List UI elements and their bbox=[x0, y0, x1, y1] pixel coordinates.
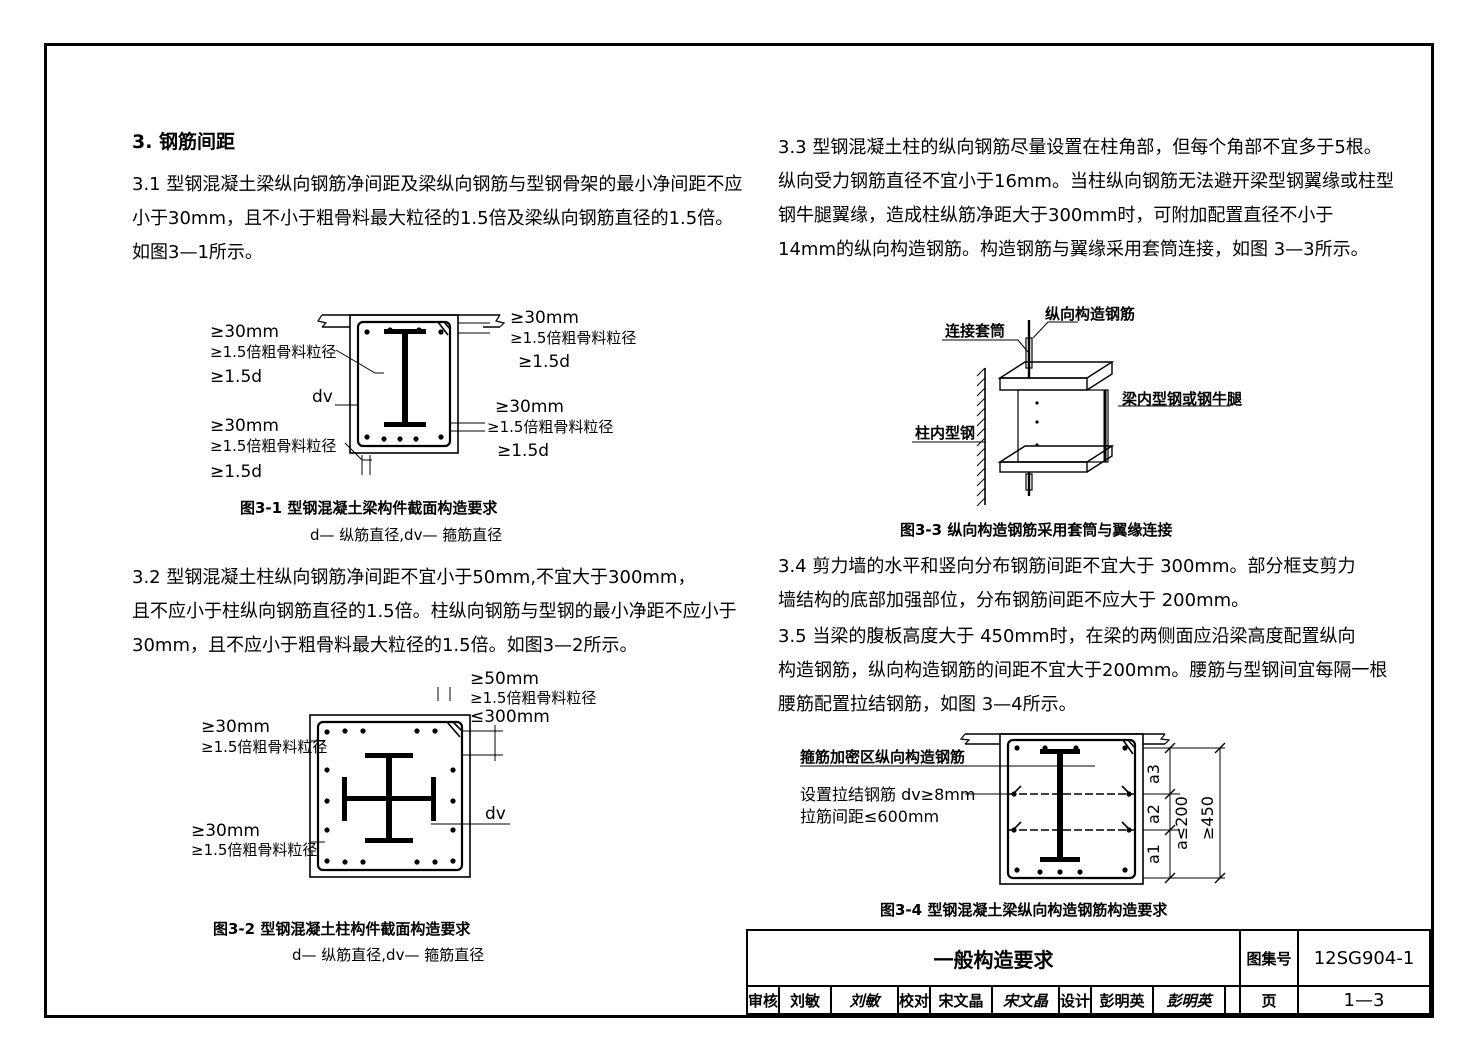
figure-3-1-beam-section: ≥30mm ≥1.5倍粗骨料粒径 ≥1.5d ≥30mm ≥1.5倍粗骨料粒径 … bbox=[210, 308, 636, 482]
check-label: 校对 bbox=[897, 985, 931, 1015]
fig33-label-beam-steel: 梁内型钢或钢牛腿 bbox=[1121, 390, 1242, 408]
fig31-label-top-right-2: ≥1.5倍粗骨料粒径 bbox=[510, 329, 636, 347]
fig34-label-3: 拉筋间距≤600mm bbox=[800, 807, 939, 826]
fig34-label-a1: a1 bbox=[1144, 844, 1163, 864]
fig31-label-top-left-2: ≥1.5倍粗骨料粒径 bbox=[210, 343, 336, 361]
paragraph-line: 腰筋配置拉结钢筋，如图 3—4所示。 bbox=[778, 694, 1077, 715]
paragraph-line: 3.1 型钢混凝土梁纵向钢筋净间距及梁纵向钢筋与型钢骨架的最小净间距不应 bbox=[132, 174, 743, 195]
page-label: 页 bbox=[1239, 985, 1299, 1015]
fig34-caption: 图3-4 型钢混凝土梁纵向构造钢筋构造要求 bbox=[880, 901, 1168, 919]
checker-name: 宋文晶 bbox=[929, 985, 993, 1015]
design-label: 设计 bbox=[1058, 985, 1092, 1015]
fig34-label-a3: a3 bbox=[1144, 764, 1163, 784]
paragraph-3-2: 3.2 型钢混凝土柱纵向钢筋净间距不宜小于50mm,不宜大于300mm， 且不应… bbox=[132, 561, 737, 663]
drawing-frame bbox=[44, 43, 1434, 1018]
paragraph-line: 钢牛腿翼缘，造成柱纵筋净距大于300mm时，可附加配置直径不小于 bbox=[778, 205, 1334, 226]
atlas-number: 12SG904-1 bbox=[1297, 929, 1431, 987]
fig34-label-1: 箍筋加密区纵向构造钢筋 bbox=[800, 748, 965, 766]
designer-signature: 彭明英 bbox=[1152, 985, 1226, 1015]
page-number: 1—3 bbox=[1297, 985, 1431, 1015]
fig31-label-bottom-right-2: ≥1.5倍粗骨料粒径 bbox=[487, 418, 613, 436]
fig32-label-top-3: ≤300mm bbox=[470, 707, 550, 727]
paragraph-line: 小于30mm，且不小于粗骨料最大粒径的1.5倍及梁纵向钢筋直径的1.5倍。 bbox=[132, 208, 734, 229]
drawing-title: 一般构造要求 bbox=[746, 929, 1241, 987]
fig34-label-height: ≥450 bbox=[1198, 796, 1217, 840]
fig31-label-dv: dv bbox=[312, 387, 333, 407]
figure-3-2-column-section: ≥50mm ≥1.5倍粗骨料粒径 ≤300mm ≥30mm ≥1.5倍粗骨料粒径… bbox=[191, 669, 596, 878]
fig31-label-bottom-right-1: ≥30mm bbox=[495, 397, 564, 417]
paragraph-line: 3.5 当梁的腹板高度大于 450mm时，在梁的两侧面应沿梁高度配置纵向 bbox=[778, 626, 1356, 647]
fig32-label-dv: dv bbox=[485, 804, 506, 824]
reviewer-signature: 刘敏 bbox=[830, 985, 899, 1015]
fig33-label-column-steel: 柱内型钢 bbox=[915, 424, 975, 442]
designer-name: 彭明英 bbox=[1090, 985, 1154, 1015]
fig34-label-2: 设置拉结钢筋 dv≥8mm bbox=[800, 785, 975, 804]
paragraph-line: 3.4 剪力墙的水平和竖向分布钢筋间距不宜大于 300mm。部分框支剪力 bbox=[778, 556, 1356, 577]
section-title: 3. 钢筋间距 bbox=[132, 131, 236, 153]
atlas-label: 图集号 bbox=[1239, 929, 1299, 987]
paragraph-line: 如图3—1所示。 bbox=[132, 242, 263, 263]
fig33-caption: 图3-3 纵向构造钢筋采用套筒与翼缘连接 bbox=[900, 521, 1173, 539]
paragraph-3-3: 3.3 型钢混凝土柱的纵向钢筋尽量设置在柱角部，但每个角部不宜多于5根。 纵向受… bbox=[778, 131, 1394, 267]
figure-3-3-sleeve-connection: 连接套筒 纵向构造钢筋 梁内型钢或钢牛腿 柱内型钢 bbox=[912, 305, 1242, 507]
fig31-label-bottom-right-3: ≥1.5d bbox=[497, 441, 549, 461]
paragraph-line: 14mm的纵向构造钢筋。构造钢筋与翼缘采用套筒连接，如图 3—3所示。 bbox=[778, 239, 1369, 260]
fig31-label-bottom-left-1: ≥30mm bbox=[210, 416, 279, 436]
fig32-label-top-2: ≥1.5倍粗骨料粒径 bbox=[470, 689, 596, 707]
figure-3-4-beam-side-rebar: 箍筋加密区纵向构造钢筋 设置拉结钢筋 dv≥8mm 拉筋间距≤600mm a3 … bbox=[800, 733, 1226, 885]
fig32-label-left-1: ≥30mm bbox=[201, 717, 270, 737]
title-block: 一般构造要求 图集号 12SG904-1 审核 刘敏 刘敏 校对 宋文晶 宋文晶… bbox=[746, 929, 1431, 1015]
review-label: 审核 bbox=[746, 985, 780, 1015]
fig31-label-top-left-3: ≥1.5d bbox=[210, 367, 262, 387]
fig33-label-sleeve: 连接套筒 bbox=[945, 322, 1005, 340]
checker-signature: 宋文晶 bbox=[991, 985, 1060, 1015]
fig31-label-bottom-left-3: ≥1.5d bbox=[210, 462, 262, 482]
reviewer-name: 刘敏 bbox=[778, 985, 832, 1015]
paragraph-line: 墙结构的底部加强部位，分布钢筋间距不应大于 200mm。 bbox=[778, 590, 1250, 611]
fig31-label-top-left-1: ≥30mm bbox=[210, 322, 279, 342]
fig32-label-left-3: ≥30mm bbox=[191, 821, 260, 841]
fig33-label-rebar: 纵向构造钢筋 bbox=[1045, 305, 1135, 323]
fig32-label-top-1: ≥50mm bbox=[470, 669, 539, 689]
fig31-caption: 图3-1 型钢混凝土梁构件截面构造要求 bbox=[240, 499, 498, 517]
fig32-label-left-4: ≥1.5倍粗骨料粒径 bbox=[191, 841, 317, 859]
paragraph-line: 纵向受力钢筋直径不宜小于16mm。当柱纵向钢筋无法避开梁型钢翼缘或柱型 bbox=[778, 171, 1394, 192]
paragraph-line: 30mm，且不应小于粗骨料最大粒径的1.5倍。如图3—2所示。 bbox=[132, 635, 638, 656]
paragraph-3-1: 3.1 型钢混凝土梁纵向钢筋净间距及梁纵向钢筋与型钢骨架的最小净间距不应 小于3… bbox=[132, 168, 742, 270]
fig34-label-a2: a2 bbox=[1144, 804, 1163, 824]
fig34-label-a-max: a≤200 bbox=[1172, 796, 1191, 850]
fig31-label-bottom-left-2: ≥1.5倍粗骨料粒径 bbox=[210, 437, 336, 455]
paragraph-line: 且不应小于柱纵向钢筋直径的1.5倍。柱纵向钢筋与型钢的最小净距不应小于 bbox=[132, 601, 737, 622]
fig31-label-top-right-1: ≥30mm bbox=[510, 308, 579, 328]
paragraph-line: 3.2 型钢混凝土柱纵向钢筋净间距不宜小于50mm,不宜大于300mm， bbox=[132, 567, 696, 588]
paragraph-3-4: 3.4 剪力墙的水平和竖向分布钢筋间距不宜大于 300mm。部分框支剪力 墙结构… bbox=[778, 550, 1356, 618]
fig32-caption: 图3-2 型钢混凝土柱构件截面构造要求 bbox=[213, 920, 471, 938]
fig32-label-left-2: ≥1.5倍粗骨料粒径 bbox=[201, 738, 327, 756]
fig31-subcaption: d— 纵筋直径,dv— 箍筋直径 bbox=[310, 526, 503, 544]
paragraph-line: 3.3 型钢混凝土柱的纵向钢筋尽量设置在柱角部，但每个角部不宜多于5根。 bbox=[778, 137, 1382, 158]
paragraph-line: 构造钢筋，纵向构造钢筋的间距不宜大于200mm。腰筋与型钢间宜每隔一根 bbox=[778, 660, 1388, 681]
fig32-subcaption: d— 纵筋直径,dv— 箍筋直径 bbox=[292, 946, 485, 964]
paragraph-3-5: 3.5 当梁的腹板高度大于 450mm时，在梁的两侧面应沿梁高度配置纵向 构造钢… bbox=[778, 620, 1387, 722]
fig31-label-top-right-3: ≥1.5d bbox=[518, 352, 570, 372]
